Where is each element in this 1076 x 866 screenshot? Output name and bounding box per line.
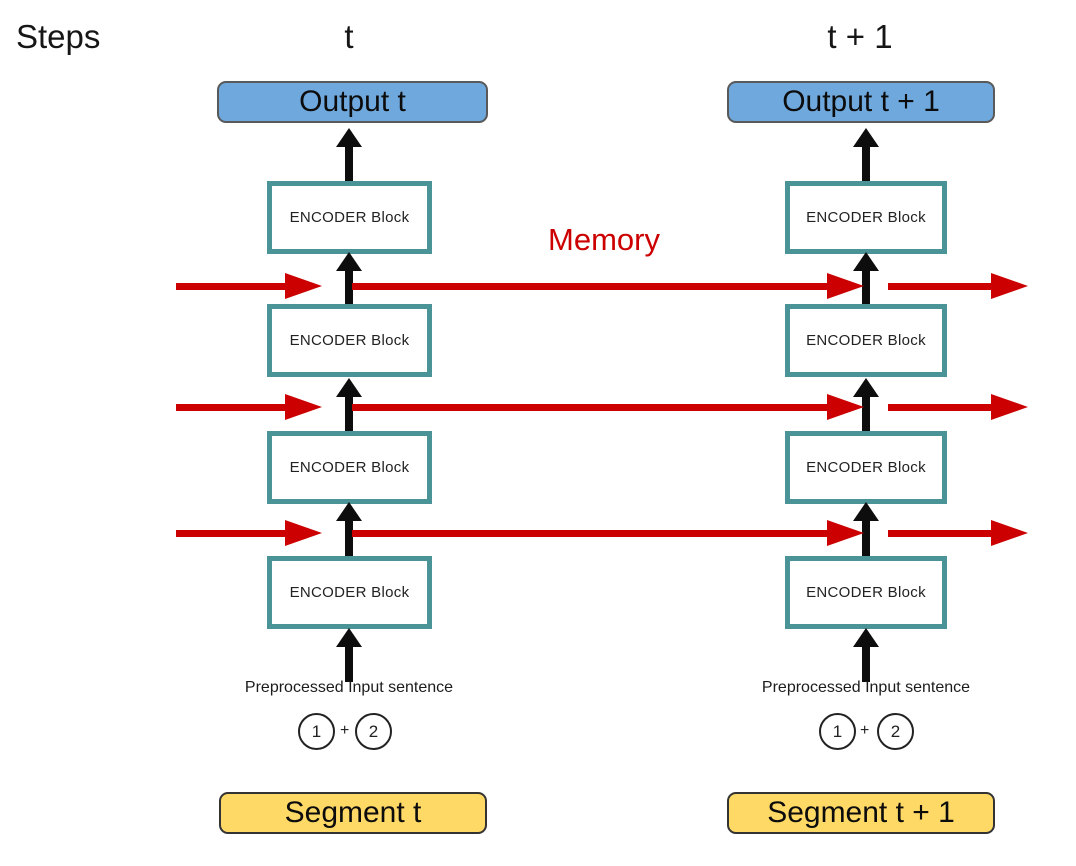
col-t-encoder-block-4: ENCODER Block — [267, 556, 432, 629]
memory-arrow-through-row1 — [352, 283, 827, 290]
col-t1-output-box: Output t + 1 — [727, 81, 995, 123]
memory-label: Memory — [548, 222, 660, 257]
col-t1-encoder-block-1: ENCODER Block — [785, 181, 947, 254]
memory-arrowhead-icon — [827, 273, 864, 299]
up-arrow-shaft — [345, 271, 353, 304]
memory-arrowhead-icon — [991, 520, 1028, 546]
col-t-encoder-block-1: ENCODER Block — [267, 181, 432, 254]
steps-label: Steps — [16, 18, 101, 55]
memory-arrowhead-icon — [827, 394, 864, 420]
col-t-token-circle-1: 1 — [298, 713, 335, 750]
up-arrow-icon — [853, 128, 879, 147]
col-t-encoder-block-3: ENCODER Block — [267, 431, 432, 504]
col-t-segment-box: Segment t — [219, 792, 487, 834]
col-t-output-box: Output t — [217, 81, 488, 123]
up-arrow-shaft — [345, 147, 353, 181]
up-arrow-shaft — [862, 521, 870, 556]
up-arrow-shaft — [862, 147, 870, 181]
memory-arrowhead-icon — [285, 273, 322, 299]
up-arrow-icon — [336, 378, 362, 397]
col-t1-encoder-block-4: ENCODER Block — [785, 556, 947, 629]
up-arrow-shaft — [345, 521, 353, 556]
memory-arrow-out-row2 — [888, 404, 992, 411]
up-arrow-shaft — [345, 397, 353, 431]
step-t-label: t — [344, 18, 354, 55]
up-arrow-icon — [853, 502, 879, 521]
memory-arrow-out-row3 — [888, 530, 992, 537]
memory-arrow-in-row2 — [176, 404, 288, 411]
memory-arrow-through-row3 — [352, 530, 827, 537]
col-t-encoder-block-2: ENCODER Block — [267, 304, 432, 377]
memory-arrowhead-icon — [285, 394, 322, 420]
up-arrow-icon — [336, 128, 362, 147]
col-t1-input-caption: Preprocessed Input sentence — [761, 679, 971, 696]
memory-arrowhead-icon — [285, 520, 322, 546]
memory-arrow-through-row2 — [352, 404, 827, 411]
step-t-plus-1-label: t + 1 — [827, 18, 893, 55]
memory-arrow-in-row3 — [176, 530, 288, 537]
col-t-plus-sign: + — [340, 722, 350, 739]
up-arrow-shaft — [862, 397, 870, 431]
memory-arrow-in-row1 — [176, 283, 288, 290]
up-arrow-icon — [853, 628, 879, 647]
col-t1-token-circle-2: 2 — [877, 713, 914, 750]
memory-arrowhead-icon — [991, 394, 1028, 420]
memory-arrow-out-row1 — [888, 283, 992, 290]
up-arrow-icon — [336, 502, 362, 521]
col-t1-encoder-block-2: ENCODER Block — [785, 304, 947, 377]
col-t-input-caption: Preprocessed Input sentence — [244, 679, 454, 696]
up-arrow-icon — [336, 252, 362, 271]
memory-arrowhead-icon — [991, 273, 1028, 299]
up-arrow-shaft — [862, 271, 870, 304]
up-arrow-icon — [853, 252, 879, 271]
col-t1-token-circle-1: 1 — [819, 713, 856, 750]
up-arrow-icon — [336, 628, 362, 647]
col-t1-encoder-block-3: ENCODER Block — [785, 431, 947, 504]
up-arrow-shaft — [862, 647, 870, 682]
up-arrow-shaft — [345, 647, 353, 682]
col-t-token-circle-2: 2 — [355, 713, 392, 750]
col-t1-segment-box: Segment t + 1 — [727, 792, 995, 834]
memory-arrowhead-icon — [827, 520, 864, 546]
up-arrow-icon — [853, 378, 879, 397]
col-t1-plus-sign: + — [860, 722, 870, 739]
